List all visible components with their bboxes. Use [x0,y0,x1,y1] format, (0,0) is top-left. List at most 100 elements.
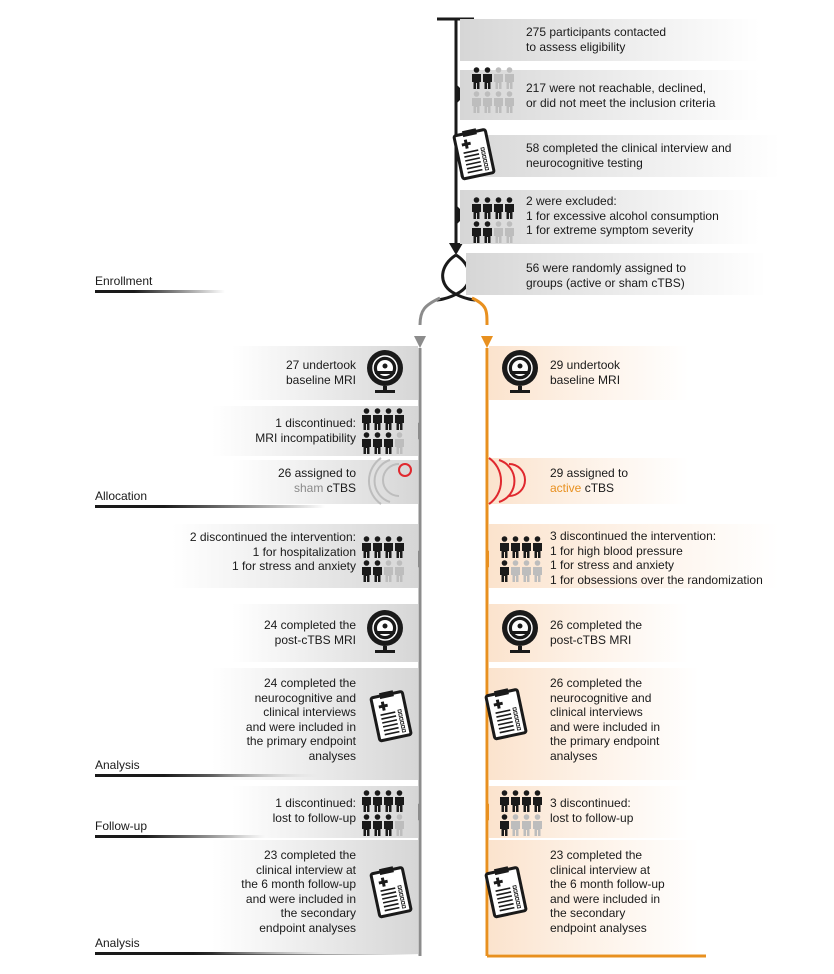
stage-label-analysis-secondary: Analysis [95,936,140,950]
box-completed-interview [460,135,780,177]
people-icon-sham-mri-discontinued [362,408,404,454]
clipboard-icon-active-primary [484,688,528,741]
text-active-lost: 3 discontinued:lost to follow-up [550,796,634,825]
box-contacted [460,19,760,61]
person-figure [395,408,404,430]
person-figure [500,814,509,836]
stage-label-analysis-primary: Analysis [95,758,140,772]
person-figure [494,197,503,219]
person-figure [483,91,492,113]
box-sham-assigned [232,460,418,504]
stage-underline-follow-up [95,835,265,838]
people-icon-sham-intervention-discontinued [362,536,404,582]
person-figure [483,221,492,243]
person-figure [522,790,531,812]
sham-branch-curve [418,296,441,326]
active-word: active [550,480,582,495]
person-figure [483,197,492,219]
person-figure [373,814,382,836]
people-icon-not-eligible [472,67,514,113]
person-figure [500,790,509,812]
person-figure [472,197,481,219]
person-figure [362,432,371,454]
person-figure [373,560,382,582]
person-figure [505,67,514,89]
person-figure [533,560,542,582]
person-figure [384,560,393,582]
clipboard-icon-sham-primary [369,690,413,743]
person-figure [384,790,393,812]
sham-word: sham [293,480,324,495]
text-sham-discontinued-mri: 1 discontinued:MRI incompatibility [255,416,356,445]
stage-label-follow-up: Follow-up [95,819,148,833]
people-icon-active-intervention-discontinued [500,536,542,582]
active-branch-curve [471,296,489,326]
mri-scanner-icon-active-baseline [502,350,538,393]
person-figure [395,790,404,812]
stage-underline-enrollment [95,290,225,293]
person-figure [362,408,371,430]
person-figure [395,560,404,582]
person-figure [494,91,503,113]
people-icon-excluded [472,197,514,243]
text-sham-lost: 1 discontinued:lost to follow-up [272,796,356,825]
people-icon-sham-lost [362,790,404,836]
sham-branch-arrow [414,336,426,348]
active-ctbs-suffix: cTBS [581,480,615,495]
person-figure [384,536,393,558]
person-figure [522,814,531,836]
person-figure [511,790,520,812]
active-ctbs-signal-icon [488,457,526,505]
person-figure [505,221,514,243]
person-figure [511,814,520,836]
person-figure [384,814,393,836]
sham-ctbs-signal-icon [368,457,412,505]
box-sham-discontinued-mri [212,406,418,456]
person-figure [373,536,382,558]
person-figure [494,221,503,243]
person-figure [362,790,371,812]
person-figure [494,67,503,89]
person-figure [505,197,514,219]
person-figure [522,536,531,558]
person-figure [483,67,492,89]
person-figure [533,814,542,836]
person-figure [472,67,481,89]
mri-scanner-icon-active-post [502,610,538,653]
person-figure [511,560,520,582]
stage-label-allocation: Allocation [95,489,148,503]
box-active-assigned [489,458,689,504]
box-randomized [466,253,766,295]
person-figure [500,536,509,558]
person-figure [395,814,404,836]
mri-scanner-icon-sham-baseline [367,350,403,393]
people-icon-active-lost [500,790,542,836]
clipboard-icon-active-secondary [484,866,528,919]
sham-ctbs-suffix: cTBS [323,480,356,495]
text-excluded: 2 were excluded:1 for excessive alcohol … [526,194,719,238]
person-figure [362,814,371,836]
person-figure [522,560,531,582]
person-figure [533,790,542,812]
person-figure [472,221,481,243]
person-figure [500,560,509,582]
person-figure [384,408,393,430]
stage-label-enrollment: Enrollment [95,274,153,288]
text-active-assigned: 29 assigned to active cTBS [550,466,629,495]
person-figure [395,432,404,454]
person-figure [362,560,371,582]
person-figure [362,536,371,558]
box-active-discontinued-intervention [489,524,779,588]
text-sham-discontinued-intervention: 2 discontinued the intervention:1 for ho… [189,530,356,574]
person-figure [533,536,542,558]
text-active-discontinued-intervention: 3 discontinued the intervention:1 for hi… [550,529,763,587]
